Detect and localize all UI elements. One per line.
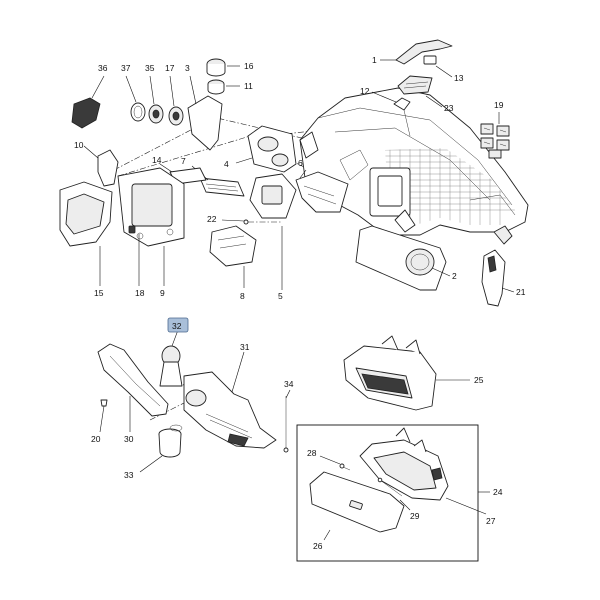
callout-14: 14 [152, 155, 162, 165]
part-10-side-vent [83, 145, 119, 187]
callout-11: 11 [244, 81, 253, 91]
part-23-speaker-grille [397, 75, 443, 108]
callout-10: 10 [74, 140, 84, 150]
callout-23: 23 [444, 103, 454, 113]
callout-29: 29 [410, 511, 420, 521]
callout-6: 6 [298, 158, 303, 168]
part-24-group-box [296, 424, 479, 562]
callout-16: 16 [244, 61, 254, 71]
callout-4: 4 [224, 159, 229, 169]
part-15-cluster-bezel [59, 181, 113, 286]
part-26-glove-box-door [309, 471, 405, 541]
part-30-knee-bolster-trim [97, 343, 169, 432]
callout-3: 3 [185, 63, 190, 73]
part-31-center-console [183, 351, 277, 449]
part-22-screw [221, 219, 282, 225]
callout-26: 26 [313, 541, 323, 551]
callout-20: 20 [91, 434, 101, 444]
callout-9: 9 [160, 288, 165, 298]
part-16-cap [206, 58, 240, 77]
part-25-glove-box-bin [343, 335, 470, 411]
part-29-pin [377, 477, 411, 511]
part-28-screw [319, 455, 351, 471]
callout-8: 8 [240, 291, 245, 301]
callout-32: 32 [172, 321, 182, 331]
instrument-panel-carrier [299, 87, 529, 236]
callout-30: 30 [124, 434, 134, 444]
callout-35: 35 [145, 63, 155, 73]
callout-12: 12 [360, 86, 370, 96]
callout-22: 22 [207, 214, 217, 224]
part-20-clip [99, 399, 108, 433]
callout-2: 2 [452, 271, 457, 281]
part-27-glove-box-housing [359, 427, 487, 515]
part-1-trim-strip [380, 39, 453, 65]
callout-19: 19 [494, 100, 504, 110]
part-3-vent-housing [187, 75, 223, 151]
callout-21: 21 [516, 287, 526, 297]
part-13-clip [423, 55, 453, 78]
callout-24: 24 [493, 487, 503, 497]
callout-18: 18 [135, 288, 145, 298]
callout-1: 1 [372, 55, 377, 65]
part-21-end-panel [481, 249, 515, 307]
part-35-knob [148, 75, 164, 124]
part-5-bracket [249, 173, 297, 290]
callout-34: 34 [284, 379, 294, 389]
callout-37: 37 [121, 63, 131, 73]
callout-25: 25 [474, 375, 484, 385]
part-36-vent [71, 75, 105, 129]
part-9-center-stack [117, 167, 185, 286]
callout-32-highlight-box [167, 317, 189, 333]
callout-5: 5 [278, 291, 283, 301]
part-2-panel [355, 225, 451, 291]
part-12-bracket [371, 91, 411, 137]
callout-36: 36 [98, 63, 108, 73]
part-37-ring [125, 75, 146, 122]
part-11-knob [207, 79, 240, 95]
callout-15: 15 [94, 288, 104, 298]
part-4-center-bezel [235, 125, 297, 173]
part-34-screw [283, 389, 291, 453]
callout-28: 28 [307, 448, 317, 458]
callout-33: 33 [124, 470, 134, 480]
side-vent [493, 225, 513, 245]
part-18-knob [128, 225, 140, 286]
callout-27: 27 [486, 516, 496, 526]
callout-7: 7 [181, 156, 186, 166]
callout-13: 13 [454, 73, 464, 83]
part-17-knob [168, 75, 184, 126]
part-19-label-pads [480, 112, 510, 159]
callout-31: 31 [240, 342, 250, 352]
part-6-bracket [295, 169, 349, 213]
callout-17: 17 [165, 63, 175, 73]
part-8-bracket [209, 225, 257, 288]
part-33-cup-holder [139, 424, 183, 473]
part-32-shift-knob [159, 329, 183, 387]
